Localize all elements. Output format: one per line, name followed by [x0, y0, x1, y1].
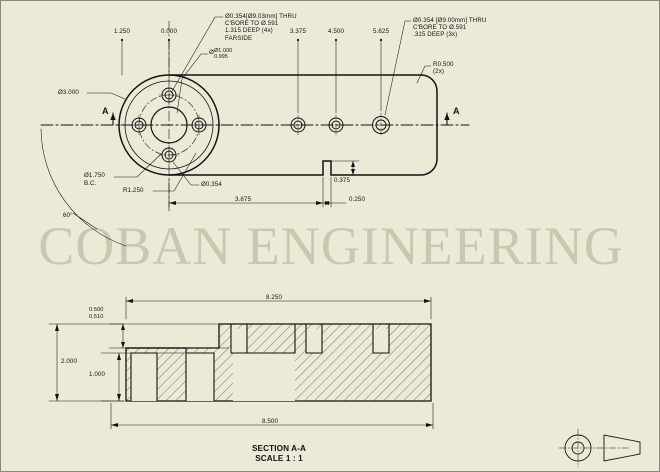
corner-radius-callout: R0.500 — [433, 61, 454, 68]
slot-upper-dim: 0.500 — [89, 307, 104, 313]
slot-lower-dim: 0.510 — [89, 314, 104, 320]
fillet-radius-callout: R1.250 — [123, 187, 144, 194]
section-title: SECTION A-A — [251, 444, 306, 453]
center-bore-upper: Ø1.000 — [214, 48, 233, 54]
angle-callout: 60° — [63, 212, 73, 219]
counterbore-callout-right: Ø0.354 [Ø9.00mm] THRU C'BORE TO Ø.591 .3… — [413, 17, 487, 39]
ordinate-dim-3: 3.375 — [290, 28, 306, 35]
bolt-circle-note: B.C. — [84, 180, 97, 187]
small-hole-callout: Ø0.354 — [201, 181, 222, 188]
outer-diameter-callout: Ø3.000 — [58, 89, 79, 96]
corner-radius-qty: (2x) — [433, 68, 445, 75]
center-bore-prefix: Ø — [209, 49, 214, 56]
section-top-width-dim: 8.250 — [266, 294, 282, 301]
notch-depth-dim: 0.375 — [334, 177, 350, 184]
ordinate-dim-4: 4.500 — [328, 28, 344, 35]
bolt-circle-callout: Ø1.750 — [84, 172, 105, 179]
length-dim: 3.875 — [235, 196, 251, 203]
ordinate-dim-5: 5.625 — [373, 28, 389, 35]
section-mark-left: A — [102, 106, 109, 116]
section-mark-right: A — [453, 106, 460, 116]
center-bore-lower: 0.995 — [214, 54, 228, 60]
section-step-height-dim: 1.000 — [89, 371, 105, 378]
ordinate-dim-2: 0.000 — [161, 28, 177, 35]
section-height-dim: 2.000 — [61, 358, 77, 365]
section-overall-width-dim: 8.500 — [262, 418, 278, 425]
section-scale: SCALE 1 : 1 — [255, 454, 303, 463]
notch-width-dim: 0.250 — [349, 196, 365, 203]
counterbore-callout-left: Ø0.354[Ø9.03mm] THRU C'BORE TO Ø.591 1.3… — [225, 13, 297, 42]
ordinate-dim-1: 1.250 — [114, 28, 130, 35]
